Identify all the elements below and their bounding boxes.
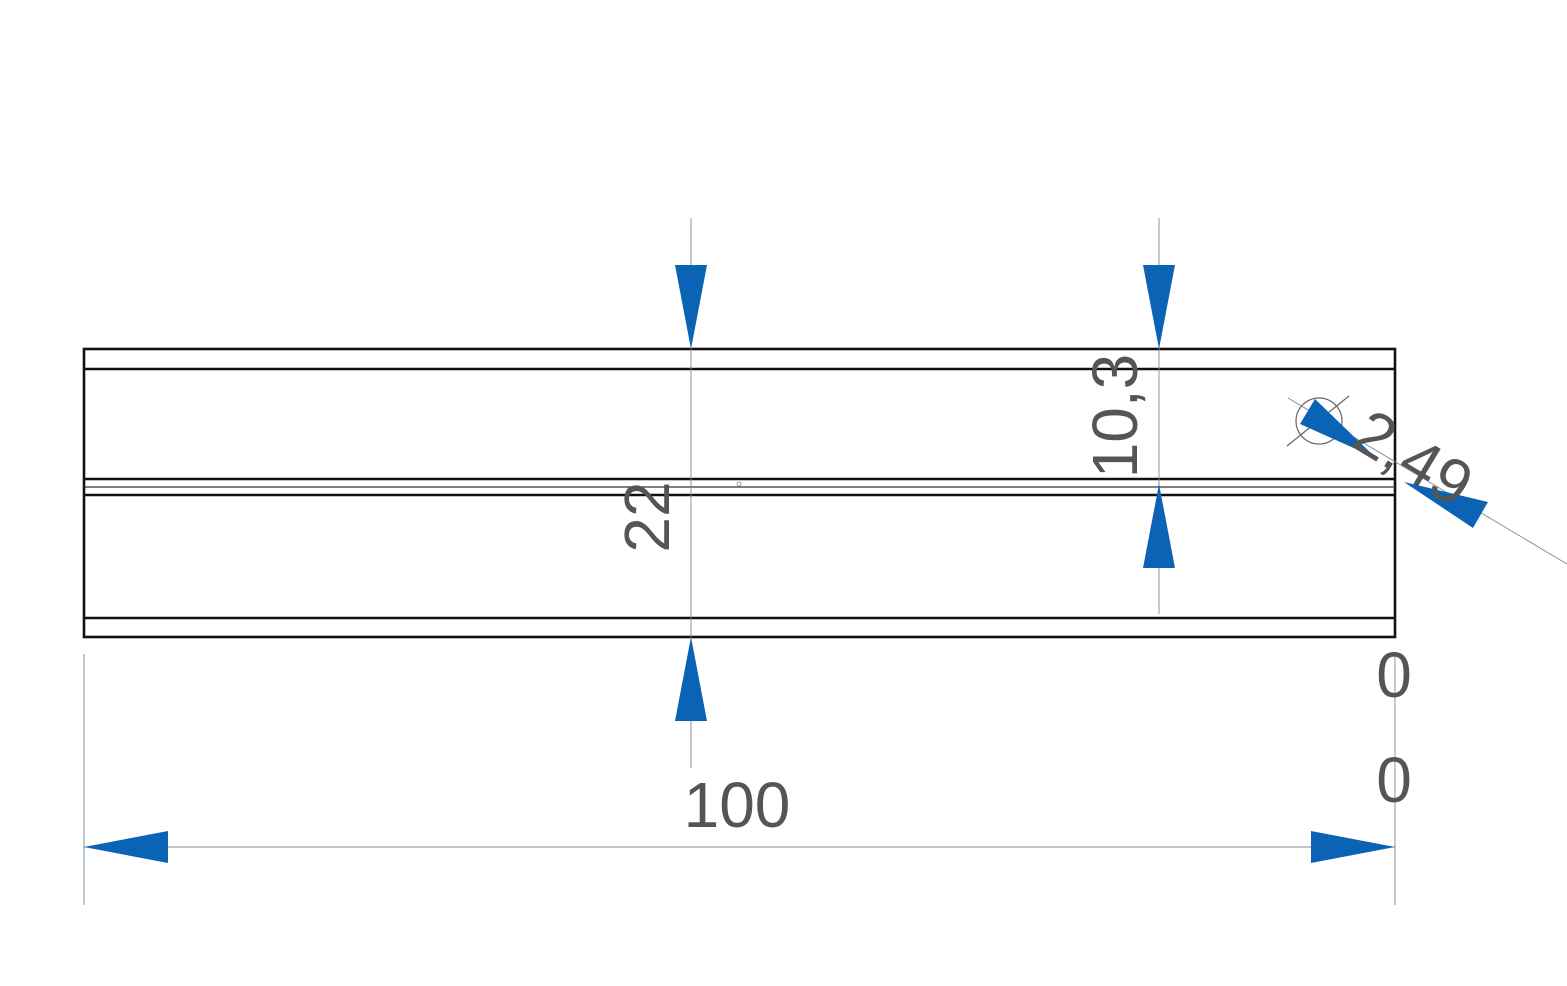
dimension-text-22: 22 (611, 481, 683, 552)
arrow-2-49-left (1300, 399, 1376, 458)
origin-labels: 0 0 (1376, 639, 1412, 816)
dimension-overall-length: 100 (83, 654, 1396, 905)
arrow-2-49-right (1404, 482, 1488, 528)
arrow-22-bottom (675, 637, 707, 721)
arrow-100-left (84, 831, 168, 863)
dimension-overall-height: 22 (611, 218, 707, 768)
dimension-slot-depth: 10,3 (1079, 218, 1175, 614)
origin-label-x: 0 (1376, 639, 1412, 711)
arrow-10-3-top (1143, 265, 1175, 349)
dimension-text-10-3: 10,3 (1079, 354, 1151, 479)
part-outer-rectangle (82, 347, 1397, 639)
arrow-22-top (675, 265, 707, 349)
dimension-text-100: 100 (684, 769, 791, 841)
arrow-100-right (1311, 831, 1395, 863)
part-outline (82, 347, 1397, 639)
origin-label-y: 0 (1376, 744, 1412, 816)
center-marker (736, 481, 742, 487)
arrow-10-3-bottom (1143, 484, 1175, 568)
